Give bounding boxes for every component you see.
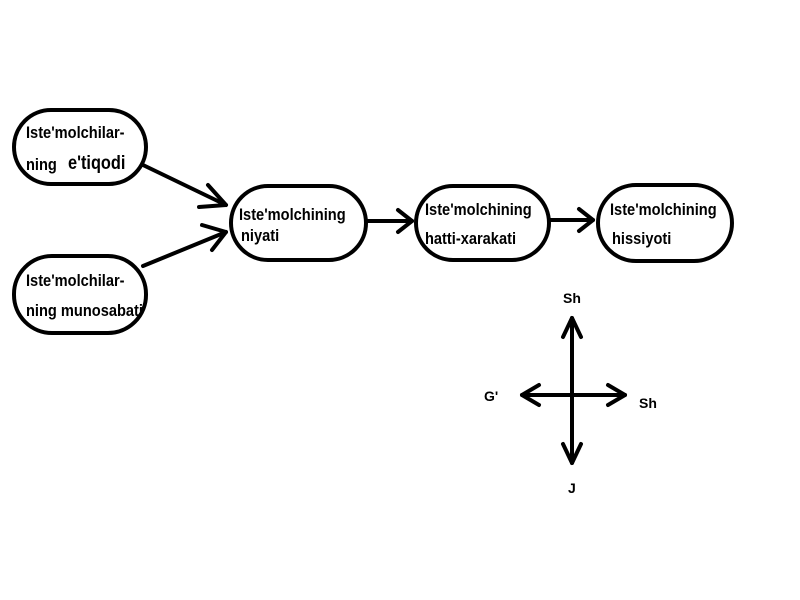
node-consumer-belief-label-line2: ning [26,155,57,174]
node-consumer-feeling-label-line2: hissiyoti [612,229,672,248]
arrowhead-belief-to-intention [197,183,228,209]
node-consumer-feeling [596,183,734,263]
arrow-belief-to-intention [141,163,228,207]
compass-north-arrowhead [561,316,583,339]
node-consumer-attitude [12,254,148,335]
node-consumer-belief-label-line2b: e'tiqodi [68,153,126,174]
node-consumer-intention [229,184,368,262]
compass-east-label: Sh [639,395,657,411]
compass-east-arrowhead [606,383,627,407]
node-consumer-feeling-label-line1: Iste'molchining [610,200,717,219]
arrowhead-intention-to-behavior [396,208,414,234]
node-consumer-intention-label-line2: niyati [241,226,280,245]
compass-west-arrowhead [520,383,541,407]
compass-south-arrowhead [561,442,583,465]
node-consumer-behavior-label-line1: Iste'molchining [425,200,532,219]
compass-north-label: Sh [563,290,581,306]
node-consumer-belief [12,108,148,186]
node-consumer-intention-label-line1: Iste'molchining [239,205,346,224]
arrow-attitude-to-intention [141,230,228,268]
compass-west-label: G' [484,388,499,404]
node-consumer-behavior [414,184,551,262]
arrowhead-attitude-to-intention [200,223,228,252]
node-consumer-belief-label-line1: Iste'molchilar- [26,123,125,142]
node-consumer-behavior-label-line2: hatti-xarakati [425,229,517,248]
compass-south-label: J [568,480,576,496]
node-consumer-attitude-label-line1: Iste'molchilar- [26,271,125,290]
arrowhead-behavior-to-feeling [577,207,595,233]
node-consumer-attitude-label-line2: ning munosabati [26,301,143,320]
